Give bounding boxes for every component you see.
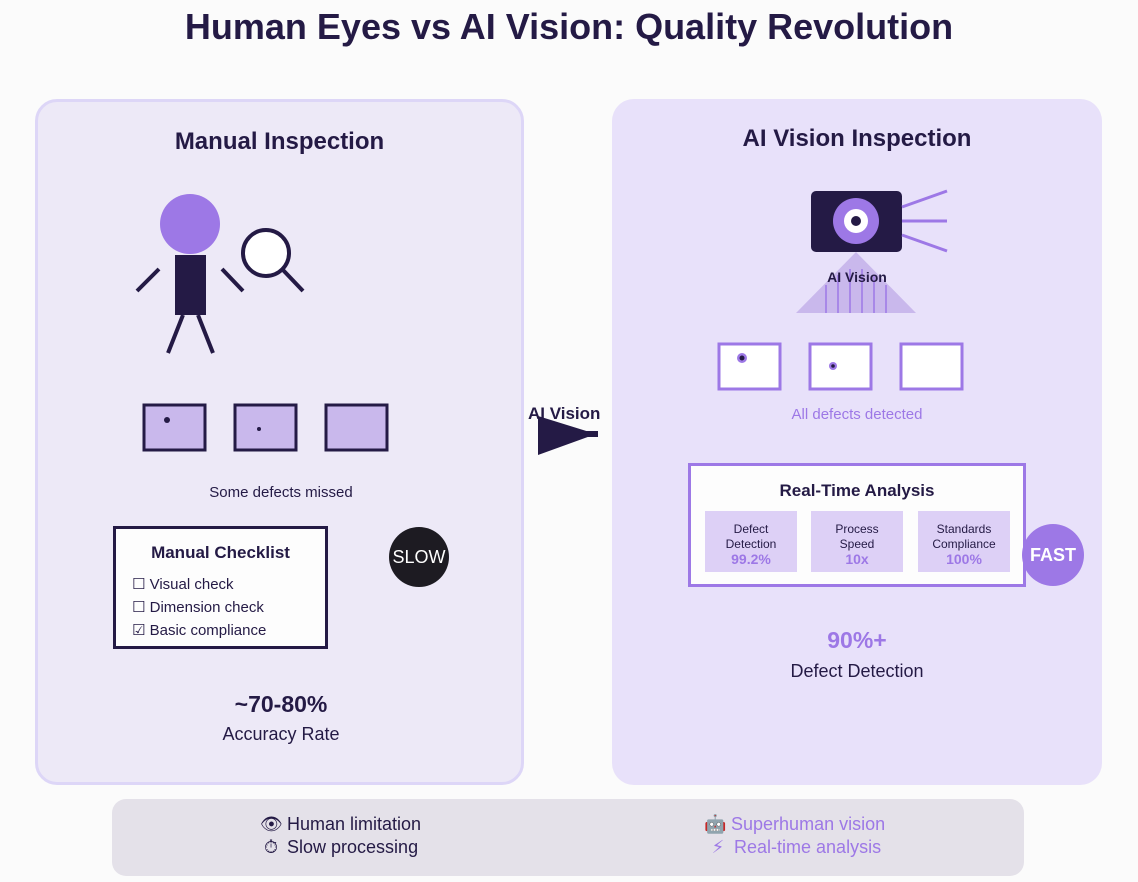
robot-icon: 🤖: [704, 814, 727, 834]
ai-panel-title: AI Vision Inspection: [742, 125, 972, 152]
camera-label: AI Vision: [827, 269, 887, 285]
metric-label: Process: [835, 522, 879, 536]
eye-icon: 👁: [260, 814, 283, 834]
arrow-icon: [538, 416, 598, 455]
person-icon: [135, 194, 245, 354]
checklist-item: ☐ Dimension check: [132, 599, 264, 616]
footer-text: Slow processing: [287, 837, 419, 857]
page-title: Human Eyes vs AI Vision: Quality Revolut…: [184, 6, 954, 47]
metric-defect-detection: Defect Detection 99.2%: [705, 511, 797, 572]
footer-real-time-analysis: ⚡ Real-time analysis: [707, 837, 881, 858]
fast-badge: FAST: [1022, 524, 1084, 586]
metric-value: 10x: [845, 551, 869, 567]
inspector-illustration: [135, 194, 389, 452]
footer-text: Real-time analysis: [734, 837, 882, 857]
checklist-item: ☐ Visual check: [132, 576, 234, 593]
footer-human-limitation: 👁 Human limitation: [260, 814, 421, 835]
footer-text: Superhuman vision: [731, 814, 886, 834]
ai-camera-illustration: [717, 189, 964, 391]
manual-accuracy-label: Accuracy Rate: [222, 724, 340, 744]
scan-beam: [796, 252, 916, 313]
checklist-title: Manual Checklist: [151, 543, 290, 562]
lightning-icon: ⚡: [711, 837, 725, 857]
metric-label: Compliance: [932, 537, 996, 551]
real-time-analysis-box: Real-Time Analysis Defect Detection 99.2…: [688, 463, 1026, 587]
metric-value: 100%: [946, 551, 982, 567]
footer-summary: 👁 Human limitation ⏱ Slow processing 🤖 S…: [112, 799, 1024, 876]
inspected-parts: [142, 403, 389, 452]
footer-superhuman-vision: 🤖 Superhuman vision: [704, 814, 885, 835]
camera-icon: [811, 189, 948, 253]
ai-inspection-panel: AI Vision Inspection: [612, 99, 1102, 785]
ai-caption: All defects detected: [791, 406, 923, 423]
manual-inspection-panel: Manual Inspection Some defects missed Ma…: [35, 99, 524, 785]
analysis-title: Real-Time Analysis: [779, 481, 935, 500]
manual-caption: Some defects missed: [209, 484, 353, 501]
metric-label: Standards: [936, 522, 992, 536]
footer-text: Human limitation: [287, 814, 422, 834]
manual-checklist: Manual Checklist ☐ Visual check ☐ Dimens…: [113, 526, 328, 649]
metric-standards-compliance: Standards Compliance 100%: [918, 511, 1010, 572]
footer-slow-processing: ⏱ Slow processing: [260, 837, 418, 858]
metric-label: Speed: [839, 537, 875, 551]
scanned-parts: [717, 342, 964, 391]
metric-label: Detection: [725, 537, 777, 551]
metric-label: Defect: [733, 522, 769, 536]
checklist-item: ☑ Basic compliance: [132, 622, 267, 639]
metric-process-speed: Process Speed 10x: [811, 511, 903, 572]
arrow-label: AI Vision: [528, 404, 601, 423]
manual-accuracy-value: ~70-80%: [234, 691, 328, 717]
manual-panel-title: Manual Inspection: [174, 128, 385, 155]
ai-detection-value: 90%+: [827, 627, 887, 653]
stopwatch-icon: ⏱: [263, 837, 279, 857]
magnifying-glass-icon: [241, 228, 305, 293]
ai-detection-label: Defect Detection: [790, 661, 924, 681]
slow-badge: SLOW: [389, 527, 449, 587]
metric-value: 99.2%: [731, 551, 771, 567]
